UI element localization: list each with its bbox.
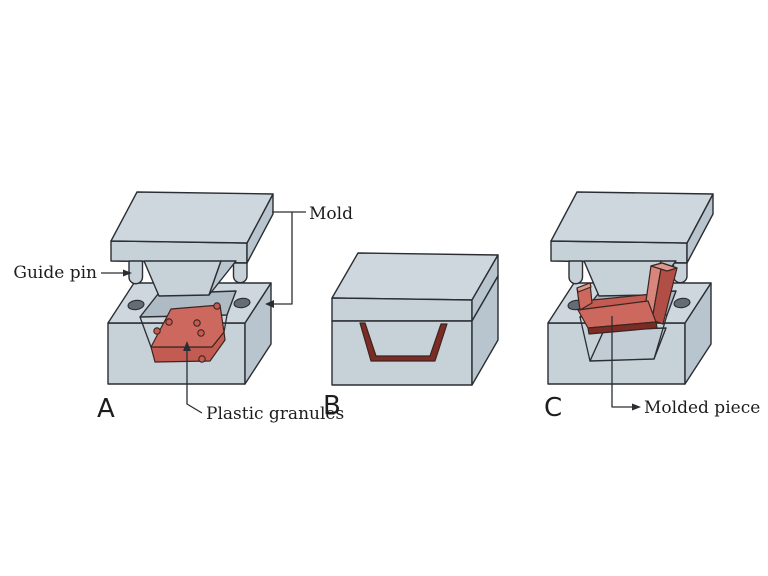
mold-arrowhead: [265, 300, 274, 308]
plastic-granules-dots: [153, 302, 221, 363]
granule: [198, 355, 206, 363]
stage-a-open-mold-with-granules: [107, 191, 274, 385]
cavity-wall-edge-left: [139, 316, 152, 348]
upper-mold-a: [110, 191, 274, 297]
mold-cavity-a: [139, 290, 237, 363]
upper-mold-c: [550, 191, 714, 297]
molded-piece-left-rim: [576, 282, 592, 293]
molded-piece-leader-line: [611, 316, 633, 408]
cavity-wall-edge-left: [579, 316, 591, 362]
annotations: Mold Guide pin Plastic granules Molded p…: [13, 204, 760, 424]
molded-channel-seam: [359, 322, 448, 362]
stage-letter-a: A: [97, 394, 115, 424]
stage-letter-b: B: [323, 391, 341, 421]
guide-pin-arrowhead: [123, 269, 132, 277]
closed-mold-lower-side-face: [471, 275, 499, 386]
mold-label: Mold: [309, 204, 353, 224]
molded-piece-arrowhead: [632, 403, 641, 411]
cavity-floor: [589, 327, 667, 362]
granule: [153, 327, 161, 335]
molded-piece: [576, 262, 678, 335]
granule: [213, 302, 221, 310]
stage-letter-c: C: [544, 393, 562, 423]
granule: [193, 319, 201, 327]
cavity-wall-edge-right: [223, 314, 228, 333]
cavity-wall-edge-right: [653, 314, 668, 360]
closed-mold-top-face: [331, 252, 499, 301]
mold-leader-line: [270, 211, 306, 305]
granule: [197, 329, 205, 337]
molded-piece-bottom-edge: [587, 321, 658, 335]
closed-mold-lower-front-face: [331, 320, 473, 386]
molded-piece-right-rim: [650, 262, 678, 272]
plastic-granules-label: Plastic granules: [206, 404, 344, 424]
plastic-granules-leader-line: [186, 349, 203, 414]
stage-b-closed-mold: [331, 252, 499, 386]
granule-mass-top: [150, 304, 225, 348]
closed-mold-upper-front-face: [331, 297, 473, 322]
guide-pin-label: Guide pin: [13, 263, 97, 283]
molded-piece-label: Molded piece: [644, 398, 760, 418]
plastic-granules-arrowhead: [183, 341, 191, 351]
granule: [165, 318, 173, 326]
stage-c-open-mold-with-part: [547, 191, 714, 385]
